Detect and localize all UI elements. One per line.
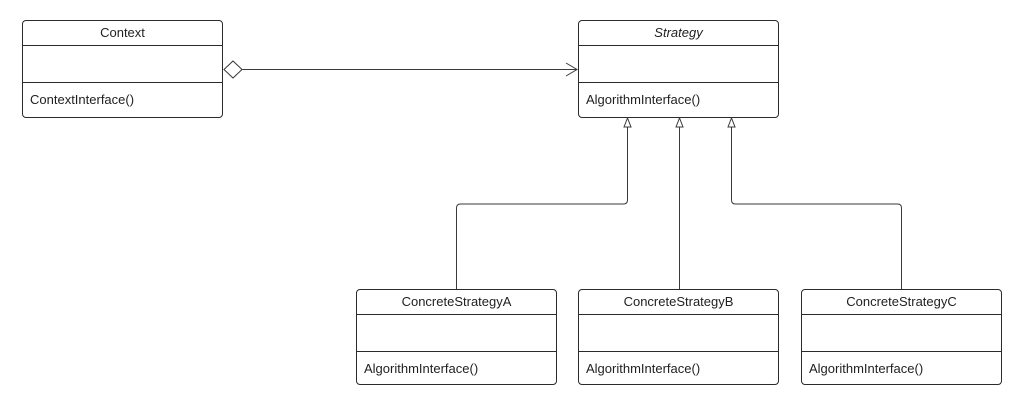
inheritance-arrowhead-c bbox=[727, 116, 736, 128]
operation-label: AlgorithmInterface() bbox=[586, 361, 701, 376]
aggregation-diamond bbox=[223, 60, 243, 79]
operation-label: AlgorithmInterface() bbox=[809, 361, 924, 376]
class-box-concrete-strategy-a[interactable]: ConcreteStrategyA AlgorithmInterface() bbox=[356, 289, 557, 385]
generalization-line-a bbox=[456, 127, 628, 289]
generalization-connector-c bbox=[727, 116, 902, 289]
inheritance-arrowhead-b bbox=[675, 116, 684, 128]
attributes-compartment bbox=[579, 315, 778, 352]
generalization-connector-a bbox=[456, 116, 632, 289]
class-name: ConcreteStrategyB bbox=[579, 290, 778, 315]
operation-label: AlgorithmInterface() bbox=[364, 361, 479, 376]
class-box-concrete-strategy-b[interactable]: ConcreteStrategyB AlgorithmInterface() bbox=[578, 289, 779, 385]
attributes-compartment bbox=[357, 315, 556, 352]
operation-label: ContextInterface() bbox=[30, 92, 135, 107]
generalization-line-c bbox=[731, 127, 902, 289]
aggregation-connector bbox=[223, 60, 578, 79]
generalization-connector-b bbox=[675, 116, 684, 289]
class-box-concrete-strategy-c[interactable]: ConcreteStrategyC AlgorithmInterface() bbox=[801, 289, 1002, 385]
class-name: Context bbox=[23, 21, 222, 46]
attributes-compartment bbox=[802, 315, 1001, 352]
class-box-context[interactable]: Context ContextInterface() bbox=[22, 20, 223, 118]
inheritance-arrowhead-a bbox=[623, 116, 632, 128]
class-name: ConcreteStrategyA bbox=[357, 290, 556, 315]
attributes-compartment bbox=[579, 46, 778, 83]
navigability-arrowhead bbox=[565, 62, 578, 77]
operation-label: AlgorithmInterface() bbox=[586, 92, 701, 107]
class-name: Strategy bbox=[579, 21, 778, 46]
class-box-strategy[interactable]: Strategy AlgorithmInterface() bbox=[578, 20, 779, 118]
attributes-compartment bbox=[23, 46, 222, 83]
class-name: ConcreteStrategyC bbox=[802, 290, 1001, 315]
